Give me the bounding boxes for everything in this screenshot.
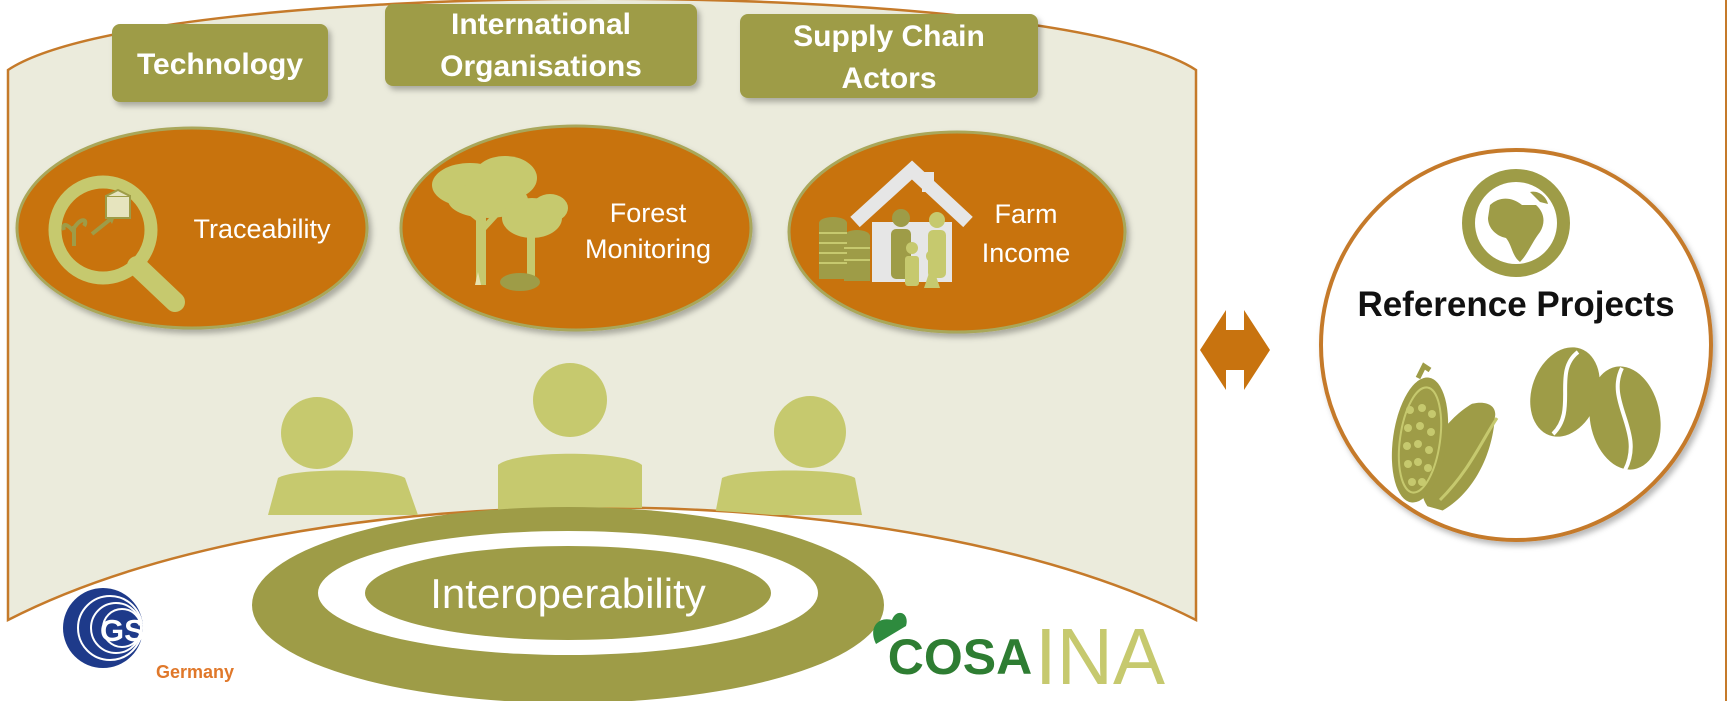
person-head-center xyxy=(533,363,607,437)
category-label-line1: International xyxy=(451,8,631,41)
interoperability-table: Interoperability xyxy=(252,507,884,703)
category-label: Technology xyxy=(137,48,303,81)
trees-icon xyxy=(432,156,568,291)
person-body-center xyxy=(498,453,642,520)
interoperability-label: Interoperability xyxy=(430,570,705,617)
category-label-line2: Actors xyxy=(841,62,936,95)
meeting-people xyxy=(268,363,862,520)
ina-logo: INA xyxy=(1035,612,1166,701)
cosa-logo: COSA xyxy=(873,612,1032,685)
topic-label-line1: Forest xyxy=(610,198,687,228)
person-body-right xyxy=(715,470,862,515)
topic-label-line2: Income xyxy=(982,238,1071,268)
person-body-left xyxy=(268,470,418,515)
topic-farm-income: Farm Income xyxy=(787,130,1127,334)
gs1-sub: Germany xyxy=(156,662,234,682)
category-label-line2: Organisations xyxy=(440,50,642,83)
person-head-left xyxy=(281,397,353,469)
category-supply-chain-actors: Supply Chain Actors xyxy=(740,14,1038,98)
magnifier-plant-box-icon xyxy=(48,175,185,312)
ina-text: INA xyxy=(1035,612,1166,701)
topic-forest-monitoring: Forest Monitoring xyxy=(399,124,753,332)
cocoa-pod-icon xyxy=(1391,362,1499,511)
category-technology: Technology xyxy=(112,24,328,102)
family-house-coins-icon xyxy=(819,160,973,288)
gs1-germany-logo: GS1 Germany xyxy=(63,588,234,682)
bidirectional-arrow xyxy=(1200,310,1270,390)
topic-label-line1: Farm xyxy=(995,199,1058,229)
globe-icon xyxy=(1462,169,1570,277)
gs1-mark: GS1 xyxy=(100,613,162,648)
category-international-organisations: International Organisations xyxy=(385,4,697,86)
cosa-text: COSA xyxy=(888,629,1032,685)
coffee-beans-icon xyxy=(1530,347,1661,471)
reference-title: Reference Projects xyxy=(1357,285,1674,324)
reference-projects: Reference Projects xyxy=(1319,148,1713,542)
topic-label-line2: Monitoring xyxy=(585,234,711,264)
category-label-line1: Supply Chain xyxy=(793,20,985,53)
person-head-right xyxy=(774,396,846,468)
topic-label: Traceability xyxy=(193,214,331,244)
topic-traceability: Traceability xyxy=(15,126,369,330)
